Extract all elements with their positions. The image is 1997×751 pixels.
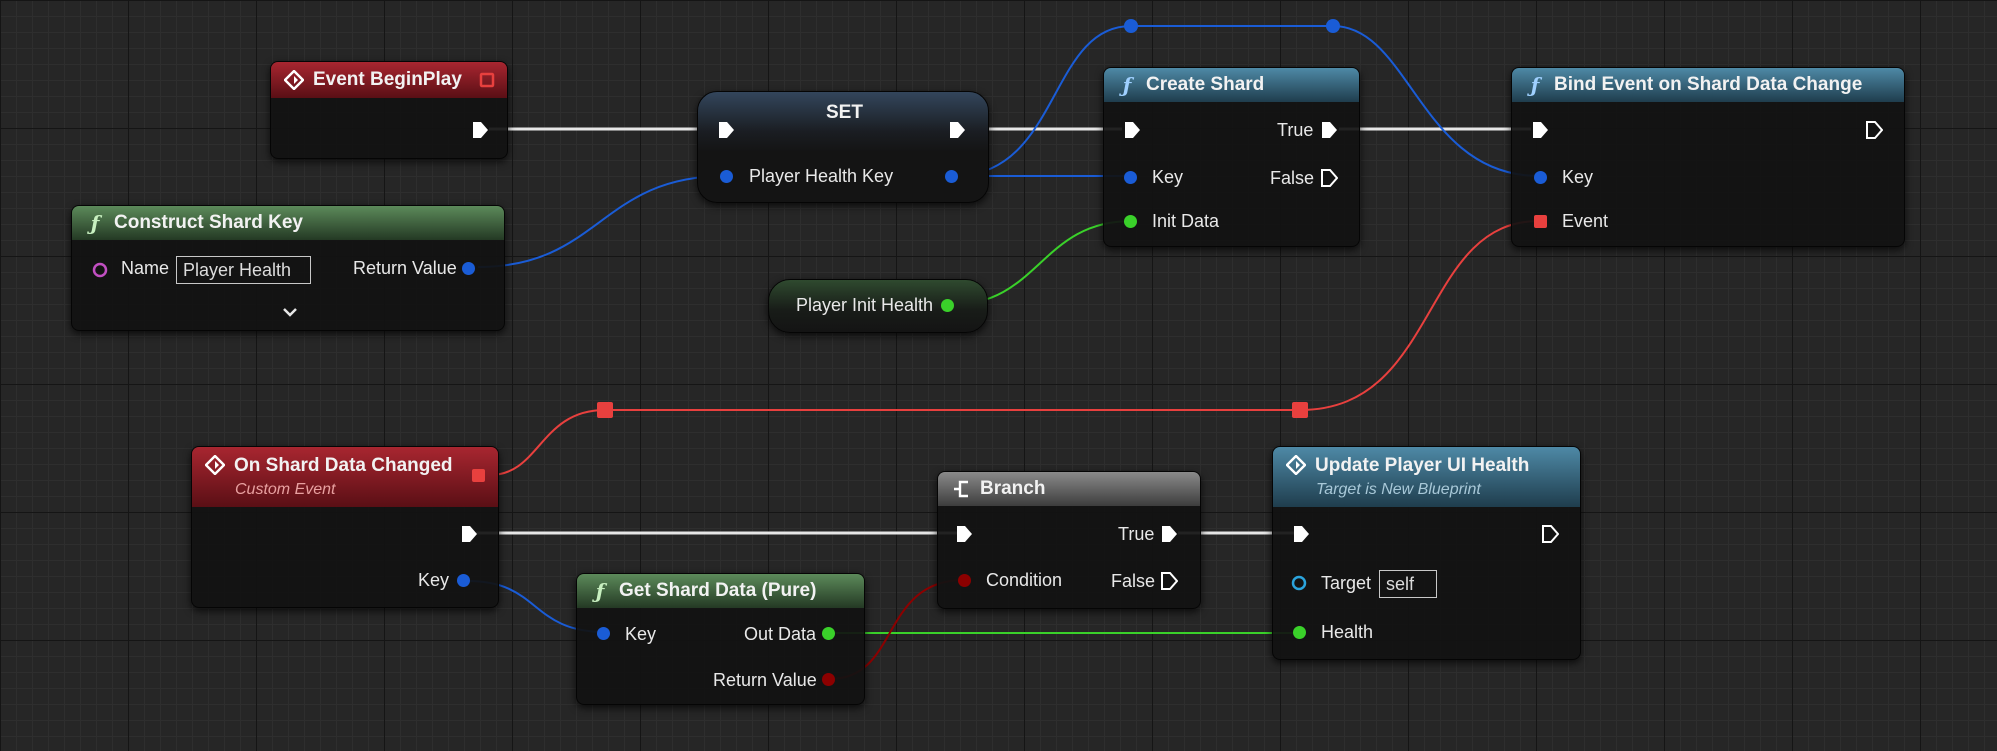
variable-label: Player Health Key	[749, 166, 894, 186]
name-input-field[interactable]: Player Health	[176, 256, 311, 284]
condition-input-pin[interactable]	[958, 574, 971, 587]
node-header: ƒ Create Shard	[1104, 68, 1359, 102]
node-header: ƒ Get Shard Data (Pure)	[577, 574, 864, 608]
return-value-output-pin[interactable]	[462, 262, 475, 275]
init-data-input-pin[interactable]	[1124, 215, 1137, 228]
node-subtitle: Target is New Blueprint	[1316, 481, 1481, 498]
delegate-output-pin[interactable]	[479, 72, 495, 88]
exec-output-pin[interactable]	[460, 524, 478, 544]
exec-true-output-pin[interactable]	[1320, 120, 1338, 140]
node-bind-event-on-shard-data-change[interactable]: ƒ Bind Event on Shard Data Change Key Ev…	[1511, 67, 1905, 247]
true-pin-label: True	[1277, 120, 1314, 140]
node-title: Update Player UI Health	[1315, 455, 1530, 476]
node-header: ƒ Bind Event on Shard Data Change	[1512, 68, 1904, 102]
init-data-pin-label: Init Data	[1152, 211, 1220, 231]
exec-false-output-pin[interactable]	[1160, 571, 1178, 591]
exec-false-output-pin[interactable]	[1320, 168, 1338, 188]
key-input-pin[interactable]	[1534, 171, 1547, 184]
key-pin-label: Key	[625, 624, 657, 644]
target-input-pin[interactable]	[1290, 574, 1308, 592]
out-data-pin-label: Out Data	[744, 624, 817, 644]
player-health-key-input-pin[interactable]	[720, 170, 733, 183]
exec-input-pin[interactable]	[1531, 120, 1549, 140]
node-event-begin-play[interactable]: Event BeginPlay	[270, 61, 508, 159]
health-input-pin[interactable]	[1293, 626, 1306, 639]
key-input-pin[interactable]	[1124, 171, 1137, 184]
player-health-key-output-pin[interactable]	[945, 170, 958, 183]
chevron-down-icon[interactable]	[281, 305, 299, 319]
key-wire-set-bind	[959, 25, 1540, 177]
key-output-pin[interactable]	[457, 574, 470, 587]
node-header: Branch	[938, 472, 1200, 506]
delegate-wire-event-bind	[489, 220, 1540, 476]
true-pin-label: True	[1118, 524, 1155, 544]
event-diamond-icon	[1285, 455, 1307, 475]
exec-input-pin[interactable]	[955, 524, 973, 544]
function-icon: ƒ	[1122, 73, 1132, 97]
node-create-shard[interactable]: ƒ Create Shard True Key False Init Data	[1103, 67, 1360, 247]
condition-pin-label: Condition	[986, 570, 1063, 590]
branch-icon	[950, 479, 972, 499]
key-pin-label: Key	[418, 570, 450, 590]
node-subtitle: Custom Event	[235, 481, 336, 498]
out-data-output-pin[interactable]	[822, 627, 835, 640]
variable-label: Player Init Health	[796, 295, 934, 315]
node-title: Event BeginPlay	[313, 69, 462, 90]
node-title: Get Shard Data (Pure)	[619, 580, 817, 601]
node-title: Create Shard	[1146, 74, 1265, 95]
target-pin-label: Target	[1321, 573, 1372, 593]
node-header: Event BeginPlay	[271, 62, 507, 98]
node-get-shard-data[interactable]: ƒ Get Shard Data (Pure) Key Out Data Ret…	[576, 573, 865, 705]
node-title: SET	[826, 102, 863, 123]
return-value-output-pin[interactable]	[822, 673, 835, 686]
exec-input-pin[interactable]	[717, 120, 735, 140]
delegate-output-pin[interactable]	[472, 469, 485, 482]
key-pin-label: Key	[1562, 167, 1594, 187]
key-wire-construct-set	[477, 175, 726, 268]
key-input-pin[interactable]	[597, 627, 610, 640]
function-icon: ƒ	[595, 579, 605, 603]
node-title: Construct Shard Key	[114, 212, 303, 233]
exec-input-pin[interactable]	[1292, 524, 1310, 544]
key-pin-label: Key	[1152, 167, 1184, 187]
event-diamond-icon	[283, 70, 305, 90]
target-input-field[interactable]: self	[1379, 570, 1437, 598]
return-value-label: Return Value	[353, 258, 457, 278]
event-diamond-icon	[204, 455, 226, 475]
name-pin-label: Name	[121, 258, 170, 278]
node-title: Bind Event on Shard Data Change	[1554, 74, 1863, 95]
reroute-knot[interactable]	[1326, 19, 1340, 33]
health-pin-label: Health	[1321, 622, 1374, 642]
node-set[interactable]: SET Player Health Key	[697, 91, 989, 203]
node-update-player-ui-health[interactable]: Update Player UI Health Target is New Bl…	[1272, 446, 1581, 660]
node-header: On Shard Data Changed	[192, 447, 498, 507]
node-player-init-health[interactable]: Player Init Health	[768, 279, 988, 333]
node-header: Update Player UI Health	[1273, 447, 1580, 507]
exec-output-pin[interactable]	[1865, 120, 1883, 140]
event-delegate-input-pin[interactable]	[1534, 215, 1547, 228]
function-icon: ƒ	[90, 211, 100, 235]
return-value-label: Return Value	[713, 670, 817, 690]
node-branch[interactable]: Branch True Condition False	[937, 471, 1201, 609]
player-init-health-output-pin[interactable]	[941, 299, 954, 312]
reroute-knot[interactable]	[1124, 19, 1138, 33]
reroute-knot[interactable]	[1292, 402, 1308, 418]
node-header: ƒ Construct Shard Key	[72, 206, 504, 240]
function-icon: ƒ	[1530, 73, 1540, 97]
exec-output-pin[interactable]	[1541, 524, 1559, 544]
exec-input-pin[interactable]	[1123, 120, 1141, 140]
false-pin-label: False	[1270, 168, 1315, 188]
node-title: Branch	[980, 478, 1046, 499]
name-input-pin[interactable]	[91, 261, 109, 279]
false-pin-label: False	[1111, 571, 1156, 591]
exec-output-pin[interactable]	[471, 120, 489, 140]
reroute-knot[interactable]	[597, 402, 613, 418]
node-on-shard-data-changed[interactable]: On Shard Data Changed Custom Event Key	[191, 446, 499, 608]
exec-output-pin[interactable]	[948, 120, 966, 140]
node-construct-shard-key[interactable]: ƒ Construct Shard Key Name Player Health…	[71, 205, 505, 331]
event-pin-label: Event	[1562, 211, 1609, 231]
exec-true-output-pin[interactable]	[1160, 524, 1178, 544]
node-title: On Shard Data Changed	[234, 455, 453, 476]
